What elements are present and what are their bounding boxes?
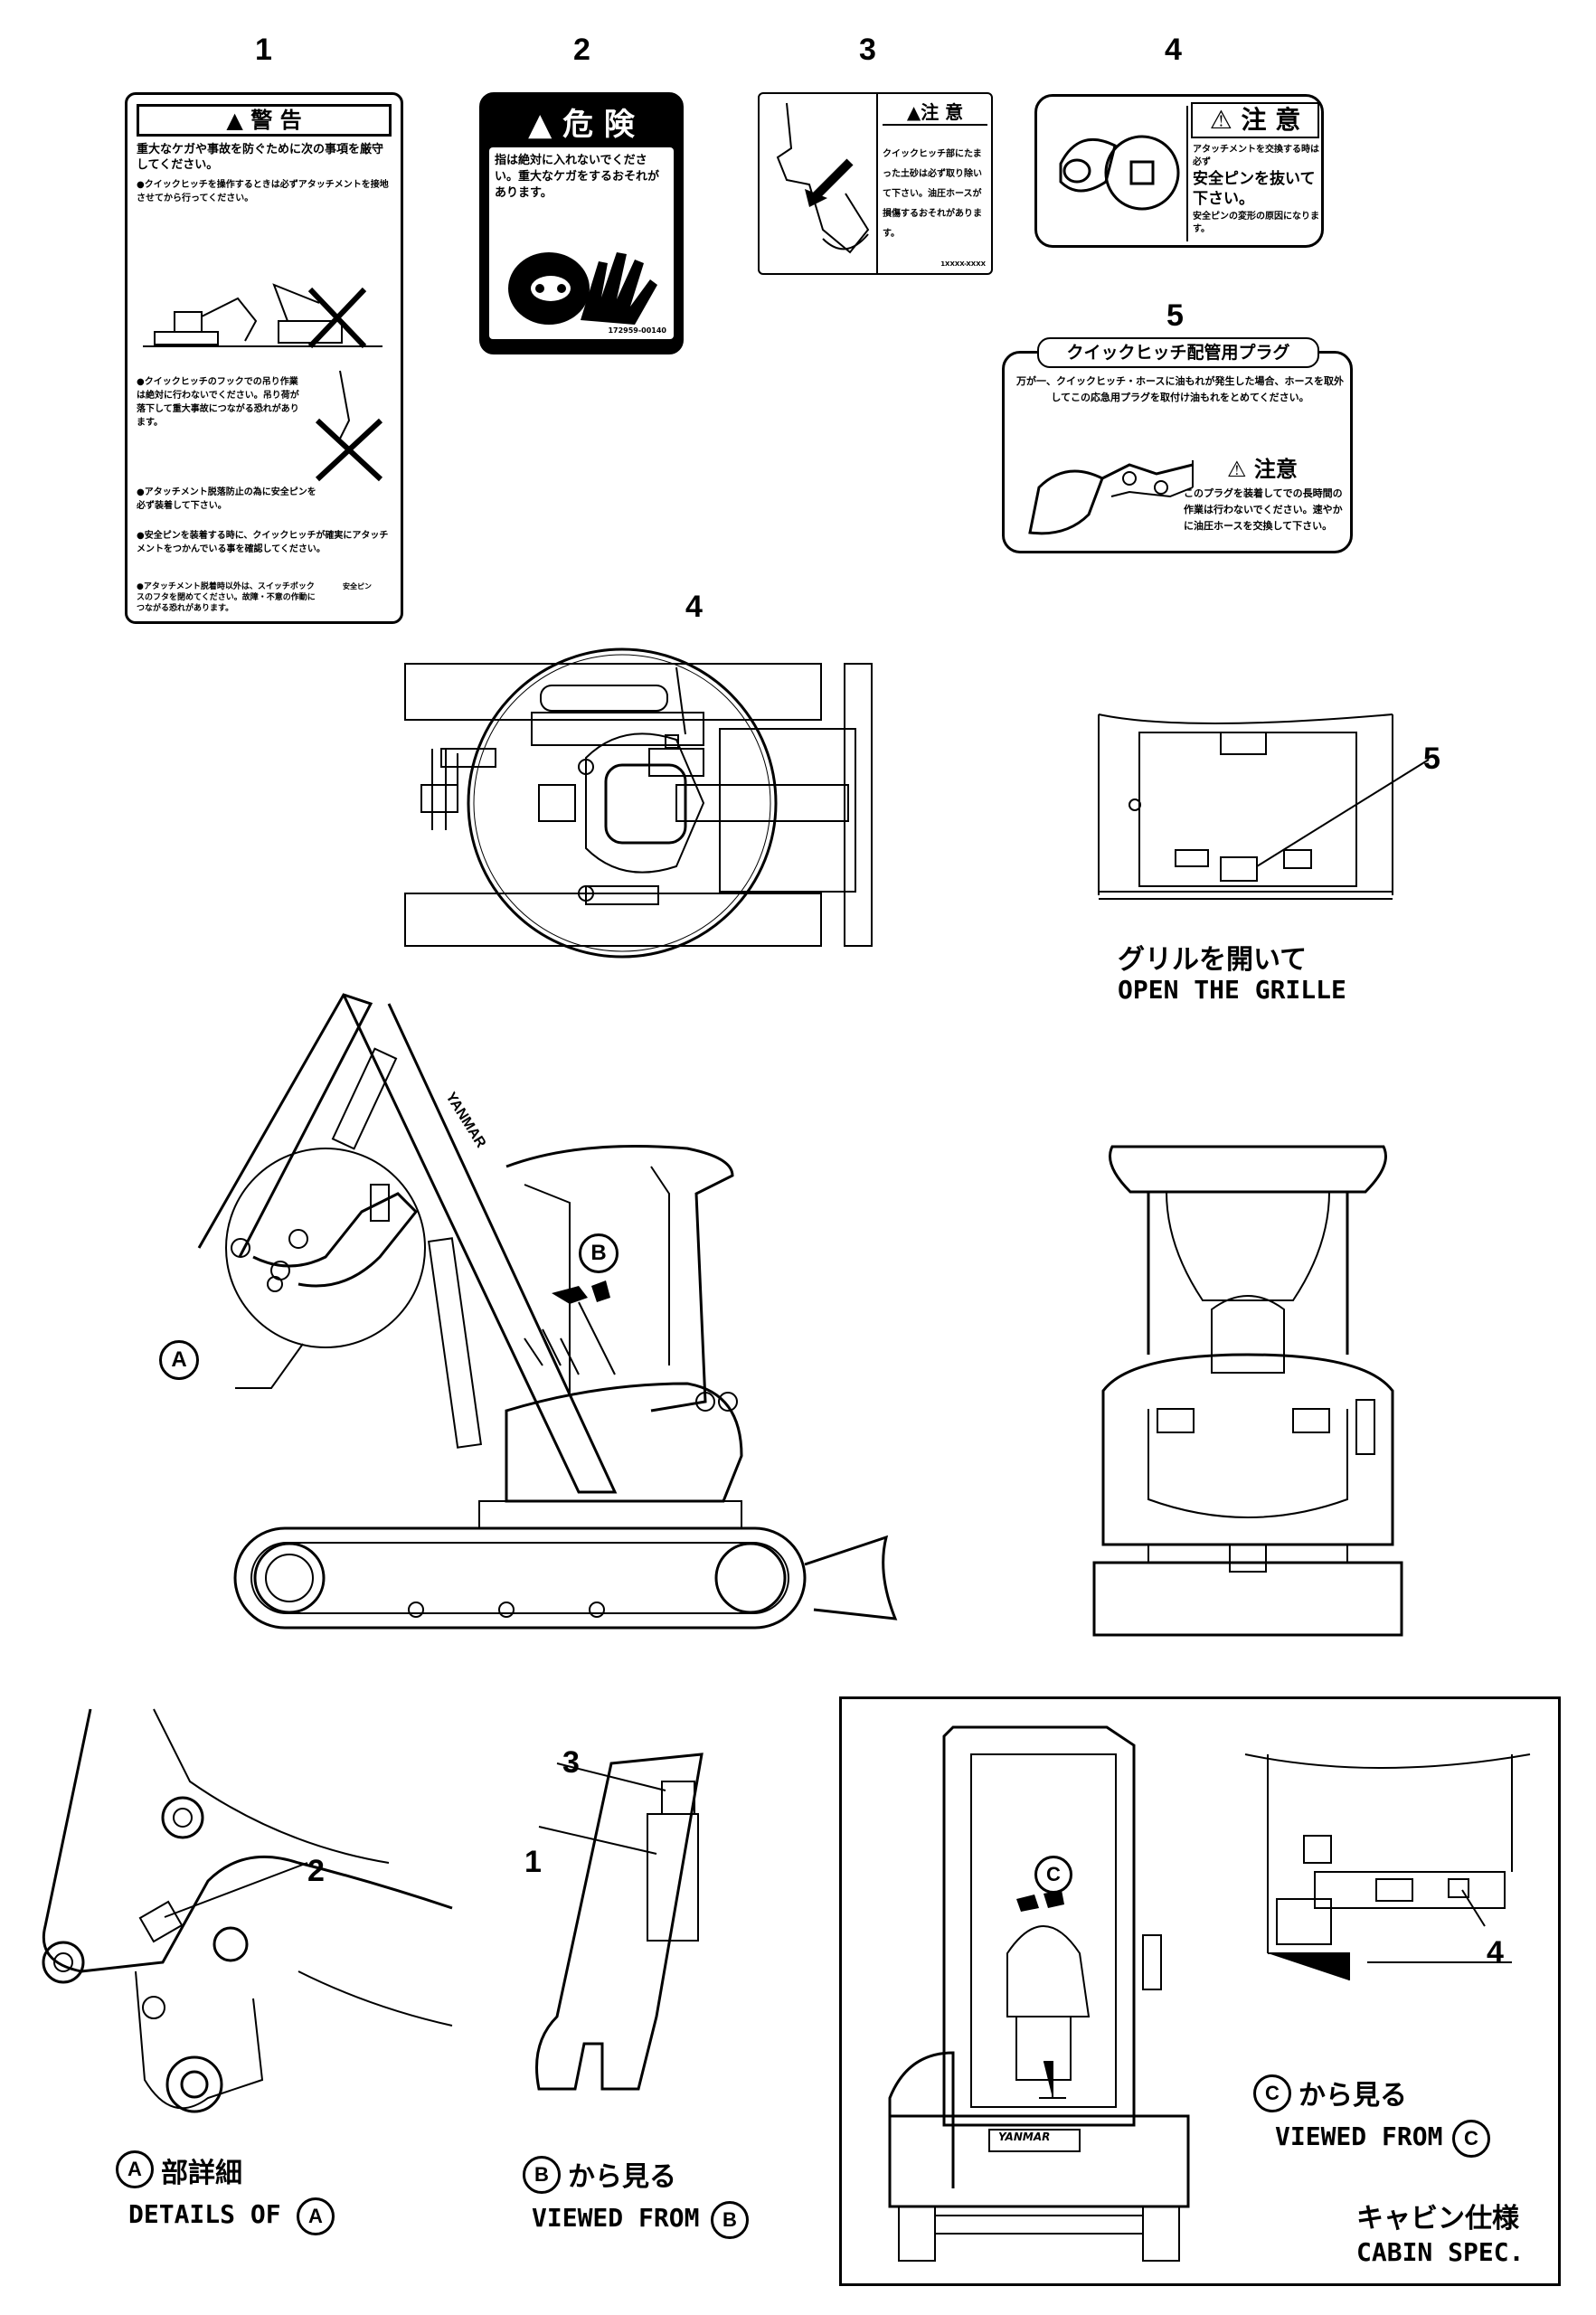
- callout-4-top-view: 4: [685, 590, 703, 624]
- danger-label-2-text: 指は絶対に入れないでください。重大なケガをするおそれがあります。: [495, 154, 660, 200]
- marker-a-side: A: [159, 1340, 199, 1380]
- caution-label-4-text-b: 安全ピンの変形の原因になります。: [1193, 212, 1319, 234]
- marker-c-caption: C: [1253, 2074, 1291, 2112]
- cabin-spec-frame: [839, 1696, 1561, 2286]
- cabin-spec-caption-en: CABIN SPEC.: [1356, 2237, 1525, 2267]
- warning-label-1: ▲ 警 告 重大なケガや事故を防ぐために次の事項を厳守してください。 ●クイック…: [125, 92, 403, 624]
- danger-label-2-code: 172959-00140: [608, 326, 666, 335]
- cabin-front-view: [888, 1725, 1190, 2262]
- plug-label-5-caution: ⚠ 注意: [1227, 457, 1298, 482]
- callout-5: 5: [1166, 298, 1184, 333]
- grille-open-view: [1098, 713, 1430, 900]
- marker-b-caption-en: B: [711, 2201, 749, 2239]
- danger-label-2-header: ▲ 危 険: [489, 102, 674, 147]
- view-b-boom: [535, 1753, 704, 2091]
- excavator-side-view: [197, 993, 898, 1630]
- view-c-caption-en: VIEWED FROM: [1275, 2121, 1443, 2151]
- warning-label-1-header: ▲ 警 告: [137, 104, 392, 137]
- view-c-caption-jp: から見る: [1299, 2080, 1407, 2112]
- caution-label-4-text-big: 安全ピンを抜いて下さい。: [1193, 170, 1316, 208]
- caution-label-3-text: クイックヒッチ部にたまった土砂は必ず取り除いて下さい。油圧ホースが損傷するおそれ…: [883, 149, 982, 239]
- callout-2: 2: [573, 33, 590, 67]
- callout-4-cabin: 4: [1487, 1935, 1504, 1970]
- callout-3: 3: [859, 33, 876, 67]
- danger-label-2: ▲ 危 険 指は絶対に入れないでください。重大なケガをするおそれがあります。 1…: [479, 92, 684, 354]
- warning-label-1-item-1: ●クイックヒッチを操作するときは必ずアタッチメントを接地させてから行ってください…: [137, 180, 389, 203]
- brand-on-cabin: YANMAR: [998, 2131, 1051, 2143]
- cabin-view-c-panel: [1244, 1753, 1531, 1980]
- plug-label-5-text-top: 万が一、クイックヒッチ・ホースに油もれが発生した場合、ホースを取外してこの応急用…: [1016, 375, 1344, 403]
- marker-a-caption-en: A: [297, 2197, 335, 2235]
- excavator-top-view: [404, 647, 873, 959]
- hook-prohibited-illustration: [315, 370, 383, 482]
- warning-label-1-item-4: ●安全ピンを装着する時に、クイックヒッチが確実にアタッチメントをつかんでいる事を…: [137, 531, 389, 554]
- grille-caption-jp: グリルを開いて: [1118, 944, 1308, 976]
- quick-hitch-soil-illustration: [776, 94, 878, 273]
- marker-c-caption-en: C: [1452, 2120, 1490, 2158]
- callout-1: 1: [255, 33, 272, 67]
- callout-3-view-b: 3: [562, 1745, 580, 1780]
- safety-pin-illustration: [1059, 106, 1188, 241]
- warning-label-1-item-5: ●アタッチメント脱着時以外は、スイッチボックスのフタを閉めてください。故障・不意…: [137, 582, 316, 613]
- caution-label-4-text-a: アタッチメントを交換する時は必ず: [1193, 145, 1319, 167]
- plug-label-5: クイックヒッチ配管用プラグ 万が一、クイックヒッチ・ホースに油もれが発生した場合…: [1002, 337, 1353, 553]
- warning-label-1-pin-label: 安全ピン: [343, 582, 372, 591]
- excavator-rear-view: [1092, 1145, 1403, 1637]
- callout-5-grille: 5: [1423, 742, 1440, 776]
- callout-1-view-b: 1: [524, 1845, 542, 1879]
- plug-label-5-text-bottom: このプラグを装着してでの長時間の作業は行わないでください。速やかに油圧ホースを交…: [1184, 487, 1343, 532]
- warning-label-1-item-2: ●クイックヒッチのフックでの吊り作業は絶対に行わないでください。吊り荷が落下して…: [137, 377, 299, 428]
- caution-label-3-header: ▲注 意: [883, 98, 987, 126]
- caution-label-3-code: 1XXXX-XXXX: [940, 260, 986, 268]
- excavator-attachment-illustration: [143, 283, 382, 349]
- warning-label-1-intro: 重大なケガや事故を防ぐために次の事項を厳守してください。: [137, 143, 384, 172]
- marker-c-cabin: C: [1034, 1856, 1072, 1894]
- danger-label-2-body: 指は絶対に入れないでください。重大なケガをするおそれがあります。 172959-…: [489, 147, 674, 339]
- detail-a-caption-en: DETAILS OF: [128, 2199, 281, 2229]
- marker-a-caption: A: [116, 2150, 154, 2188]
- callout-2-detail: 2: [307, 1854, 325, 1888]
- caution-label-4: ⚠ 注 意 アタッチメントを交換する時は必ず 安全ピンを抜いて下さい。 安全ピン…: [1034, 94, 1324, 248]
- cabin-spec-caption-jp: キャビン仕様: [1356, 2203, 1519, 2235]
- marker-b-caption: B: [523, 2156, 561, 2194]
- grille-caption-en: OPEN THE GRILLE: [1118, 975, 1346, 1005]
- view-b-caption-jp: から見る: [568, 2161, 676, 2193]
- callout-4: 4: [1165, 33, 1182, 67]
- hand-pinch-icon: [508, 252, 657, 325]
- warning-label-1-item-3: ●アタッチメント脱落防止の為に安全ピンを必ず装着して下さい。: [137, 487, 316, 511]
- detail-a-caption-jp: 部詳細: [161, 2158, 242, 2189]
- detail-a-view: [42, 1708, 453, 2113]
- caution-label-4-header: ⚠ 注 意: [1191, 102, 1319, 138]
- marker-b-side: B: [579, 1233, 619, 1273]
- bucket-plug-illustration: [1028, 460, 1194, 535]
- view-b-caption-en: VIEWED FROM: [532, 2203, 700, 2233]
- caution-label-3: ▲注 意 クイックヒッチ部にたまった土砂は必ず取り除いて下さい。油圧ホースが損傷…: [758, 92, 993, 275]
- plug-label-5-header: クイックヒッチ配管用プラグ: [1037, 337, 1319, 368]
